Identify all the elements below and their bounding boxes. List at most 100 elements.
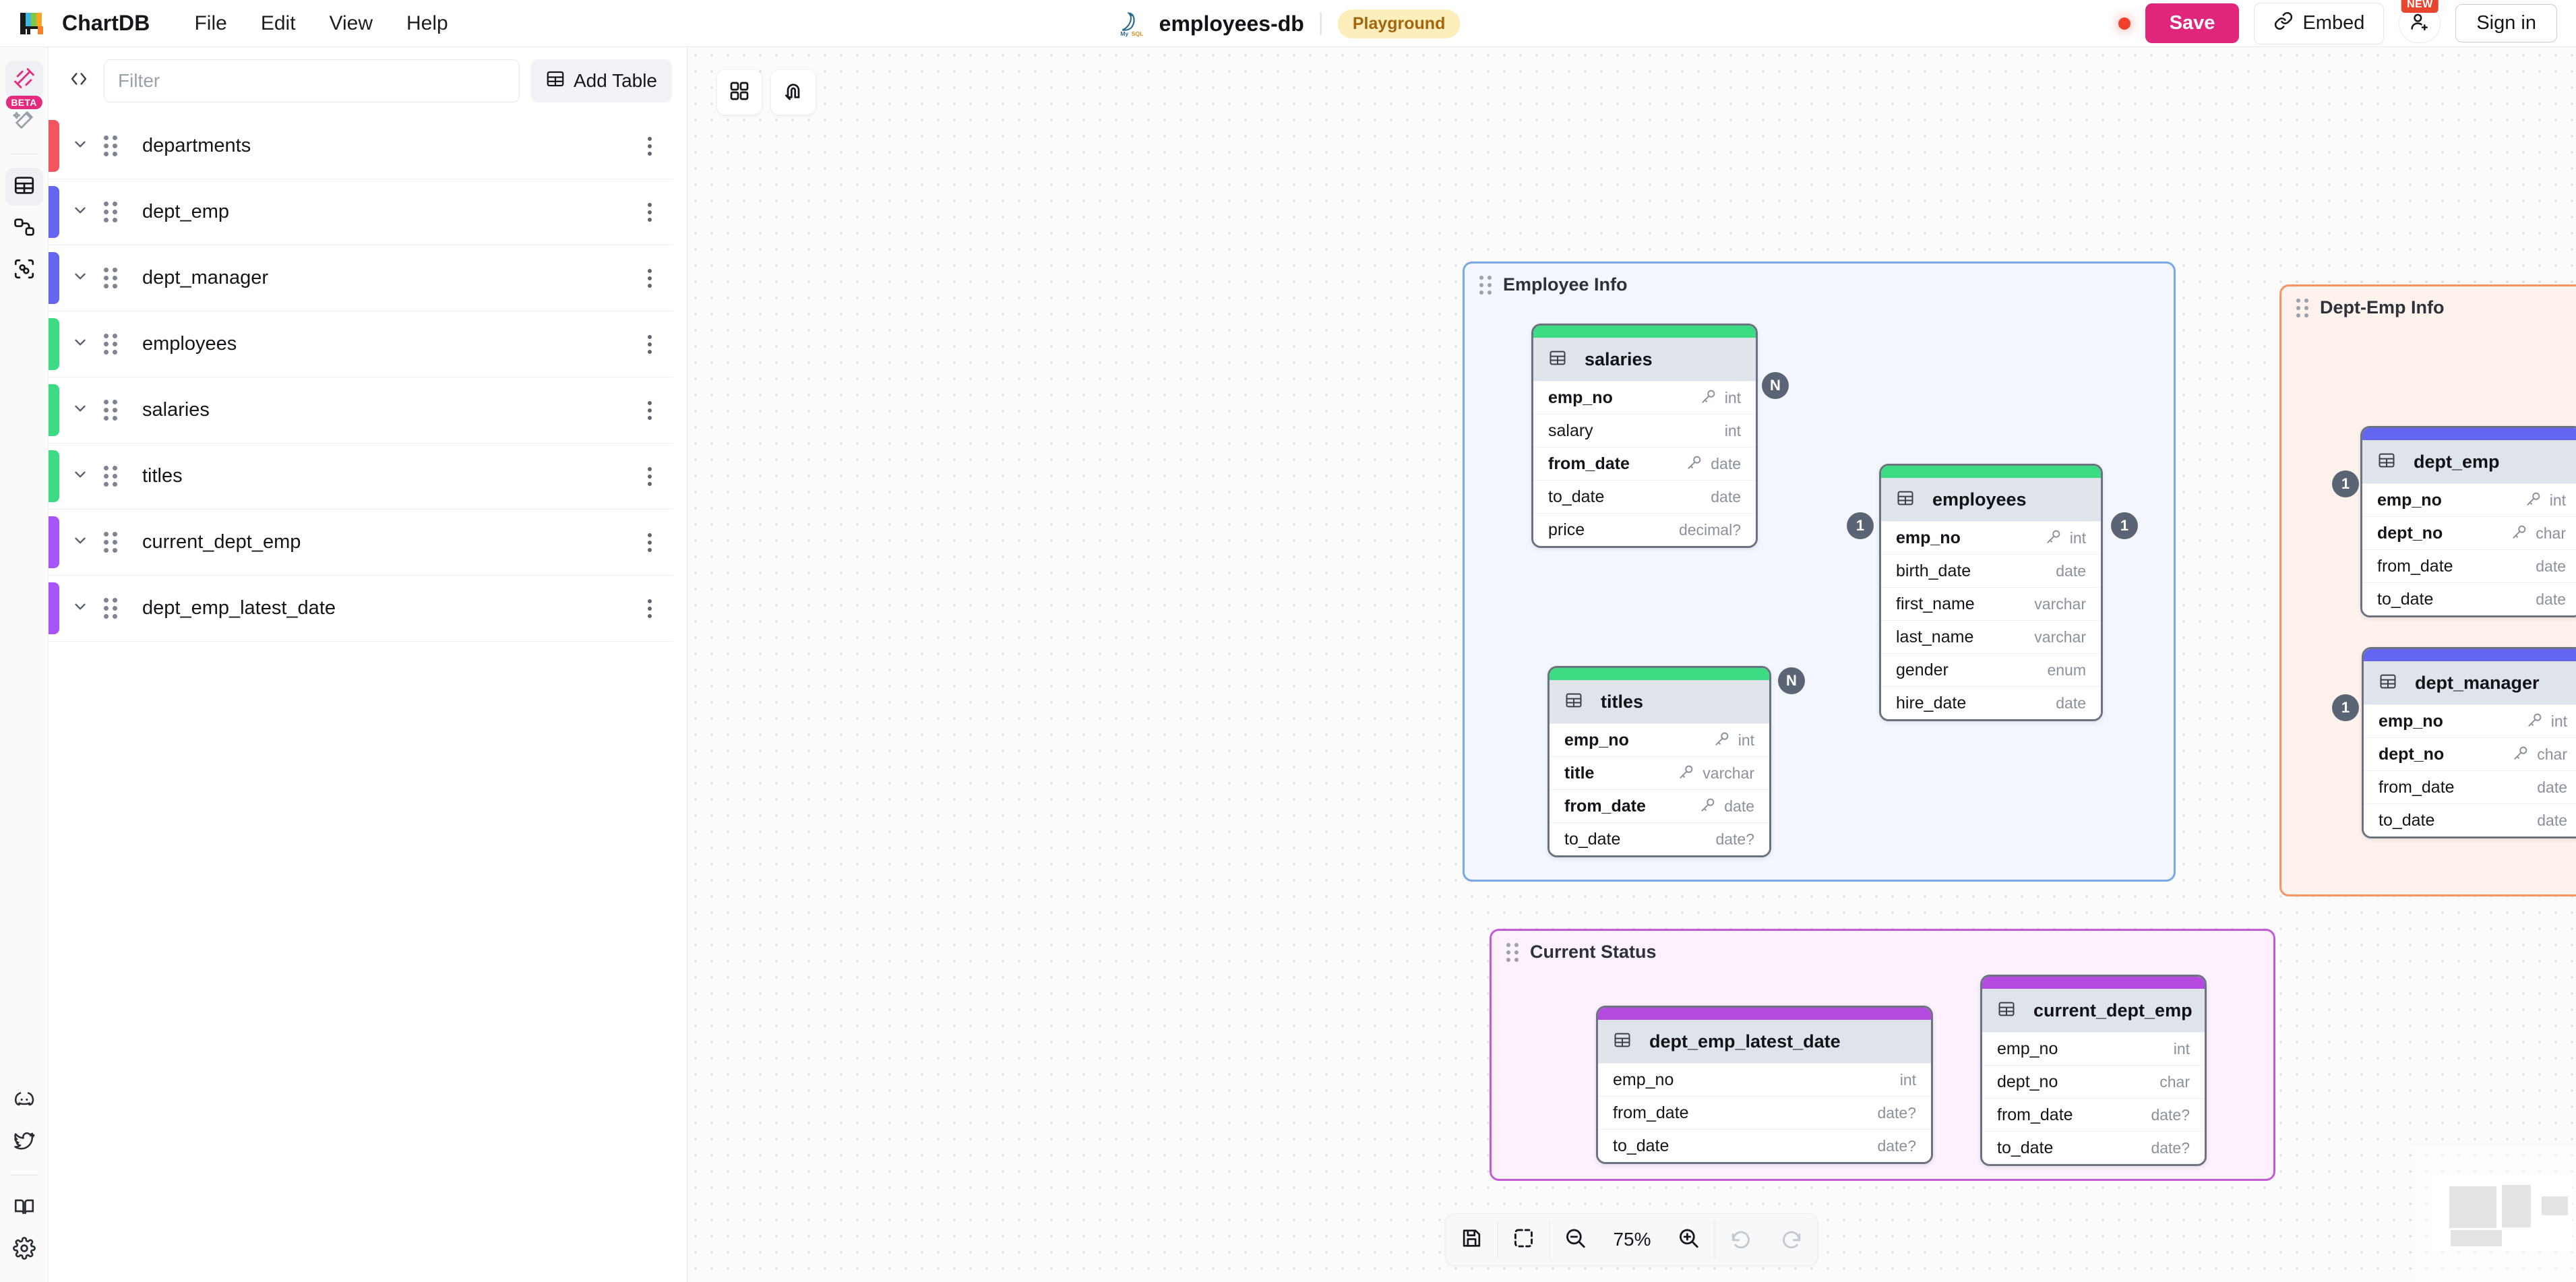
rail-item-twitter[interactable] bbox=[5, 1124, 43, 1161]
table-options-icon[interactable] bbox=[642, 197, 657, 227]
add-table-button[interactable]: Add Table bbox=[530, 59, 672, 102]
table-options-icon[interactable] bbox=[642, 330, 657, 359]
filter-input[interactable] bbox=[104, 59, 520, 102]
table-node-header[interactable]: salaries bbox=[1533, 338, 1756, 381]
table-node-header[interactable]: titles bbox=[1550, 680, 1769, 723]
drag-handle-icon[interactable] bbox=[104, 400, 118, 421]
table-list-item[interactable]: dept_emp bbox=[49, 179, 673, 245]
table-node-header[interactable]: employees bbox=[1881, 478, 2101, 521]
rail-item-settings[interactable] bbox=[5, 1231, 43, 1269]
chevron-down-icon[interactable] bbox=[71, 400, 89, 421]
show-all-tables-button[interactable] bbox=[717, 70, 762, 115]
undo-button[interactable] bbox=[1715, 1214, 1767, 1265]
drag-handle-icon[interactable] bbox=[104, 135, 118, 156]
drag-handle-icon[interactable] bbox=[1506, 942, 1519, 962]
chevron-down-icon[interactable] bbox=[71, 466, 89, 487]
chevron-down-icon[interactable] bbox=[71, 334, 89, 355]
save-diagram-button[interactable] bbox=[1446, 1214, 1497, 1265]
rail-item-relationships[interactable] bbox=[5, 210, 43, 247]
save-button[interactable]: Save bbox=[2145, 3, 2240, 43]
table-node-header[interactable]: dept_manager bbox=[2364, 661, 2576, 704]
zoom-out-button[interactable] bbox=[1550, 1214, 1601, 1265]
drag-handle-icon[interactable] bbox=[104, 532, 118, 553]
table-node-header[interactable]: current_dept_emp bbox=[1982, 989, 2205, 1032]
chevron-down-icon[interactable] bbox=[71, 268, 89, 288]
table-node-header[interactable]: dept_emp bbox=[2362, 440, 2576, 483]
menu-view[interactable]: View bbox=[329, 11, 373, 34]
table-list-item[interactable]: departments bbox=[49, 113, 673, 179]
magnet-snap-button[interactable] bbox=[771, 70, 816, 115]
chevron-down-icon[interactable] bbox=[71, 135, 89, 156]
menu-help[interactable]: Help bbox=[406, 11, 448, 34]
menu-edit[interactable]: Edit bbox=[260, 11, 296, 34]
minimap[interactable] bbox=[2413, 1146, 2576, 1282]
drag-handle-icon[interactable] bbox=[1479, 275, 1492, 295]
table-list-item[interactable]: dept_emp_latest_date bbox=[49, 576, 673, 642]
drag-handle-icon[interactable] bbox=[104, 268, 118, 288]
table-options-icon[interactable] bbox=[642, 462, 657, 491]
table-list-item[interactable]: titles bbox=[49, 444, 673, 510]
table-options-icon[interactable] bbox=[642, 528, 657, 557]
table-node-header[interactable]: dept_emp_latest_date bbox=[1598, 1020, 1931, 1063]
chevron-down-icon[interactable] bbox=[71, 532, 89, 553]
drag-handle-icon[interactable] bbox=[104, 202, 118, 222]
table-list-item[interactable]: current_dept_emp bbox=[49, 510, 673, 576]
table-list-item[interactable]: salaries bbox=[49, 377, 673, 444]
collapse-sidebar-icon[interactable] bbox=[65, 66, 93, 96]
menu-file[interactable]: File bbox=[194, 11, 227, 34]
chevron-down-icon[interactable] bbox=[71, 598, 89, 619]
embed-button[interactable]: Embed bbox=[2254, 2, 2385, 44]
rail-item-ai-wand[interactable]: BETA bbox=[5, 96, 43, 140]
fit-view-button[interactable] bbox=[1498, 1214, 1549, 1265]
table-options-icon[interactable] bbox=[642, 131, 657, 161]
rail-item-diagram-editor[interactable] bbox=[5, 61, 43, 98]
drag-handle-icon[interactable] bbox=[104, 466, 118, 487]
sign-in-button[interactable]: Sign in bbox=[2455, 4, 2557, 42]
rail-item-docs[interactable] bbox=[5, 1189, 43, 1227]
zoom-in-button[interactable] bbox=[1663, 1214, 1715, 1265]
table-list-item[interactable]: dept_manager bbox=[49, 245, 673, 311]
rail-item-dependencies[interactable] bbox=[5, 251, 43, 289]
rail-item-tables[interactable] bbox=[5, 168, 43, 206]
table-options-icon[interactable] bbox=[642, 594, 657, 623]
drag-handle-icon[interactable] bbox=[2296, 298, 2309, 317]
table-options-icon[interactable] bbox=[642, 264, 657, 293]
